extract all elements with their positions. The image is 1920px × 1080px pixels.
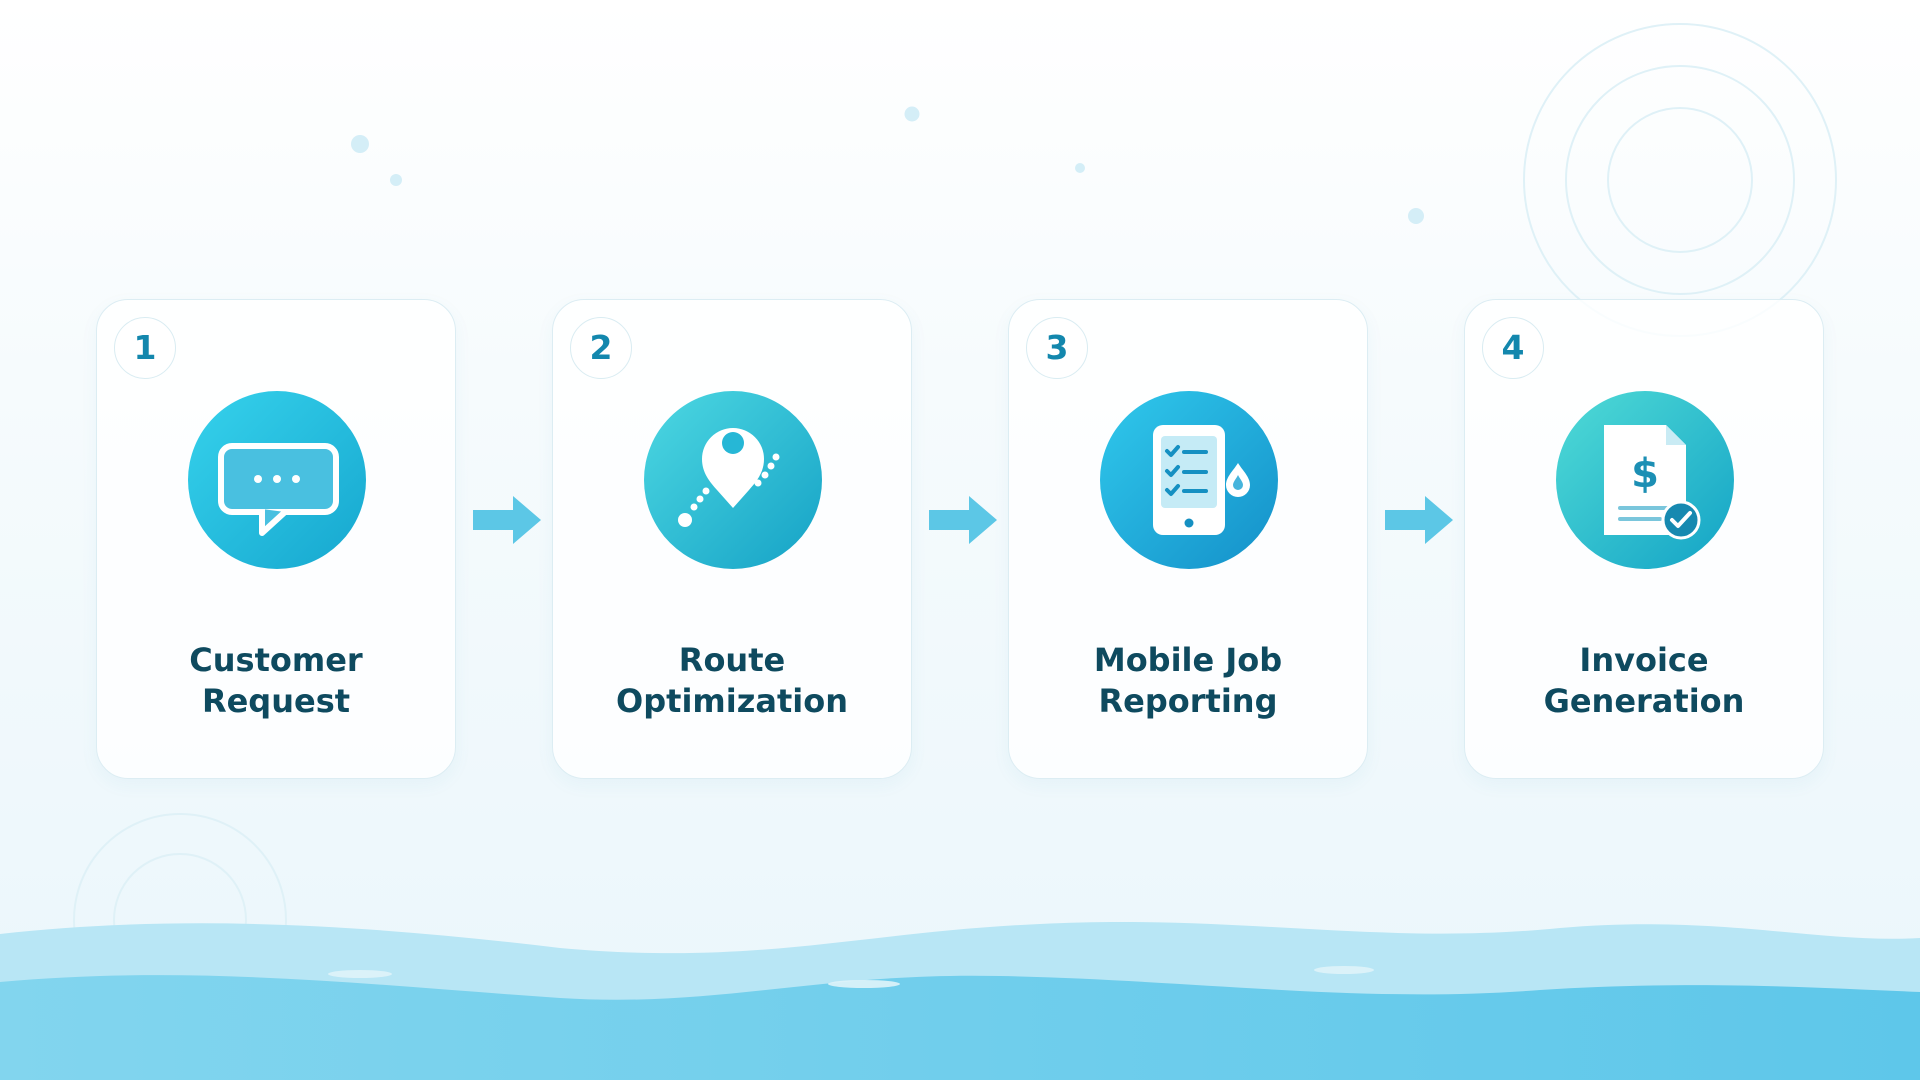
step-number-badge: 2 [570,317,632,379]
arrow-right-icon [929,496,997,544]
chat-bubble-icon [188,391,366,569]
step-label: Mobile Job Reporting [1029,640,1347,722]
mobile-checklist-icon [1100,391,1278,569]
bottom-waves [0,922,1920,1080]
wave-front [0,975,1920,1080]
step-card-mobile-job-reporting: 3 Mobile Job [1008,299,1368,779]
step-label: Route Optimization [573,640,891,722]
route-pin-icon [644,391,822,569]
step-label-line-2: Optimization [616,682,848,720]
step-number-badge: 3 [1026,317,1088,379]
step-label-line-1: Route [678,641,786,679]
step-label-line-2: Generation [1543,682,1745,720]
concentric-rings-top-right [1523,23,1837,337]
step-label: Invoice Generation [1485,640,1803,722]
svg-text:$: $ [1631,451,1659,497]
arrow-right-icon [473,496,541,544]
step-card-customer-request: 1 Customer Request [96,299,456,779]
step-number-badge: 1 [114,317,176,379]
step-number-badge: 4 [1482,317,1544,379]
step-label-line-2: Reporting [1098,682,1278,720]
step-label-line-1: Mobile Job [1093,641,1283,679]
step-label: Customer Request [117,640,435,722]
invoice-document-icon: $ [1556,391,1734,569]
step-label-line-1: Invoice [1579,641,1709,679]
floating-dots [351,106,1424,224]
step-label-line-1: Customer [189,641,363,679]
water-ripples [328,966,1374,988]
step-card-invoice-generation: 4 $ Invoice Generation [1464,299,1824,779]
step-label-line-2: Request [201,682,351,720]
arrow-right-icon [1385,496,1453,544]
step-card-route-optimization: 2 Route Optimization [552,299,912,779]
